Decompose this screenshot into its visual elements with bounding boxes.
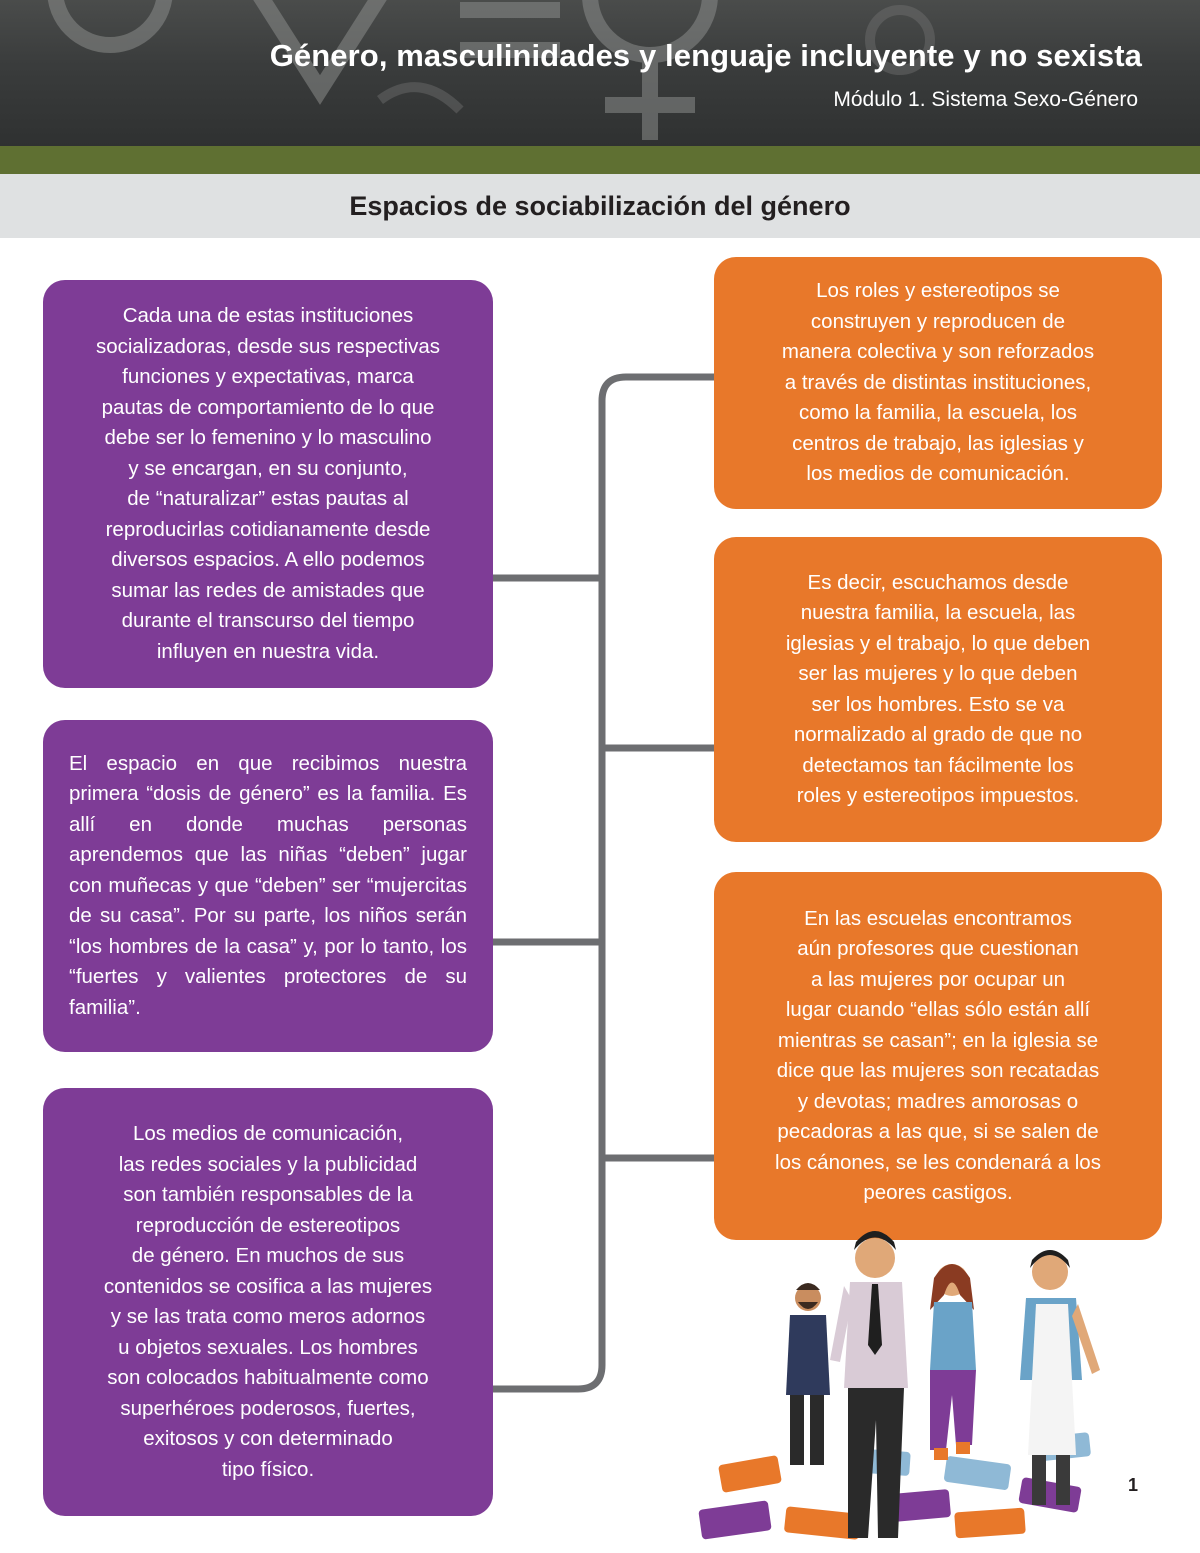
roles-box: Los roles y estereotipos se construyen y… xyxy=(714,257,1162,509)
media-text: Los medios de comunicación, las redes so… xyxy=(103,1122,433,1481)
family-text: El espacio en que recibimos nuestra prim… xyxy=(69,751,467,1019)
institutions-box: Cada una de estas instituciones socializ… xyxy=(43,280,493,688)
family-box: El espacio en que recibimos nuestra prim… xyxy=(43,720,493,1052)
section-heading: Espacios de sociabilización del género xyxy=(349,191,851,221)
schools-box: En las escuelas encontramos aún profesor… xyxy=(714,872,1162,1240)
listening-box: Es decir, escuchamos desde nuestra famil… xyxy=(714,537,1162,842)
header-banner: Género, masculinidades y lenguaje incluy… xyxy=(0,0,1200,146)
institutions-text: Cada una de estas instituciones socializ… xyxy=(95,304,441,663)
roles-text: Los roles y estereotipos se construyen y… xyxy=(781,279,1095,486)
header-accent-band xyxy=(0,146,1200,174)
chalkboard-gender-symbols-icon xyxy=(47,0,935,140)
section-bar: Espacios de sociabilización del género xyxy=(0,174,1200,238)
document-title: Género, masculinidades y lenguaje incluy… xyxy=(269,38,1142,73)
listening-text: Es decir, escuchamos desde nuestra famil… xyxy=(785,570,1091,808)
people-on-puzzle-pieces-illustration-icon xyxy=(698,1231,1100,1540)
schools-text: En las escuelas encontramos aún profesor… xyxy=(775,906,1101,1205)
media-box: Los medios de comunicación, las redes so… xyxy=(43,1088,493,1516)
module-subtitle: Módulo 1. Sistema Sexo-Género xyxy=(833,88,1138,111)
page-number: 1 xyxy=(1128,1475,1139,1495)
